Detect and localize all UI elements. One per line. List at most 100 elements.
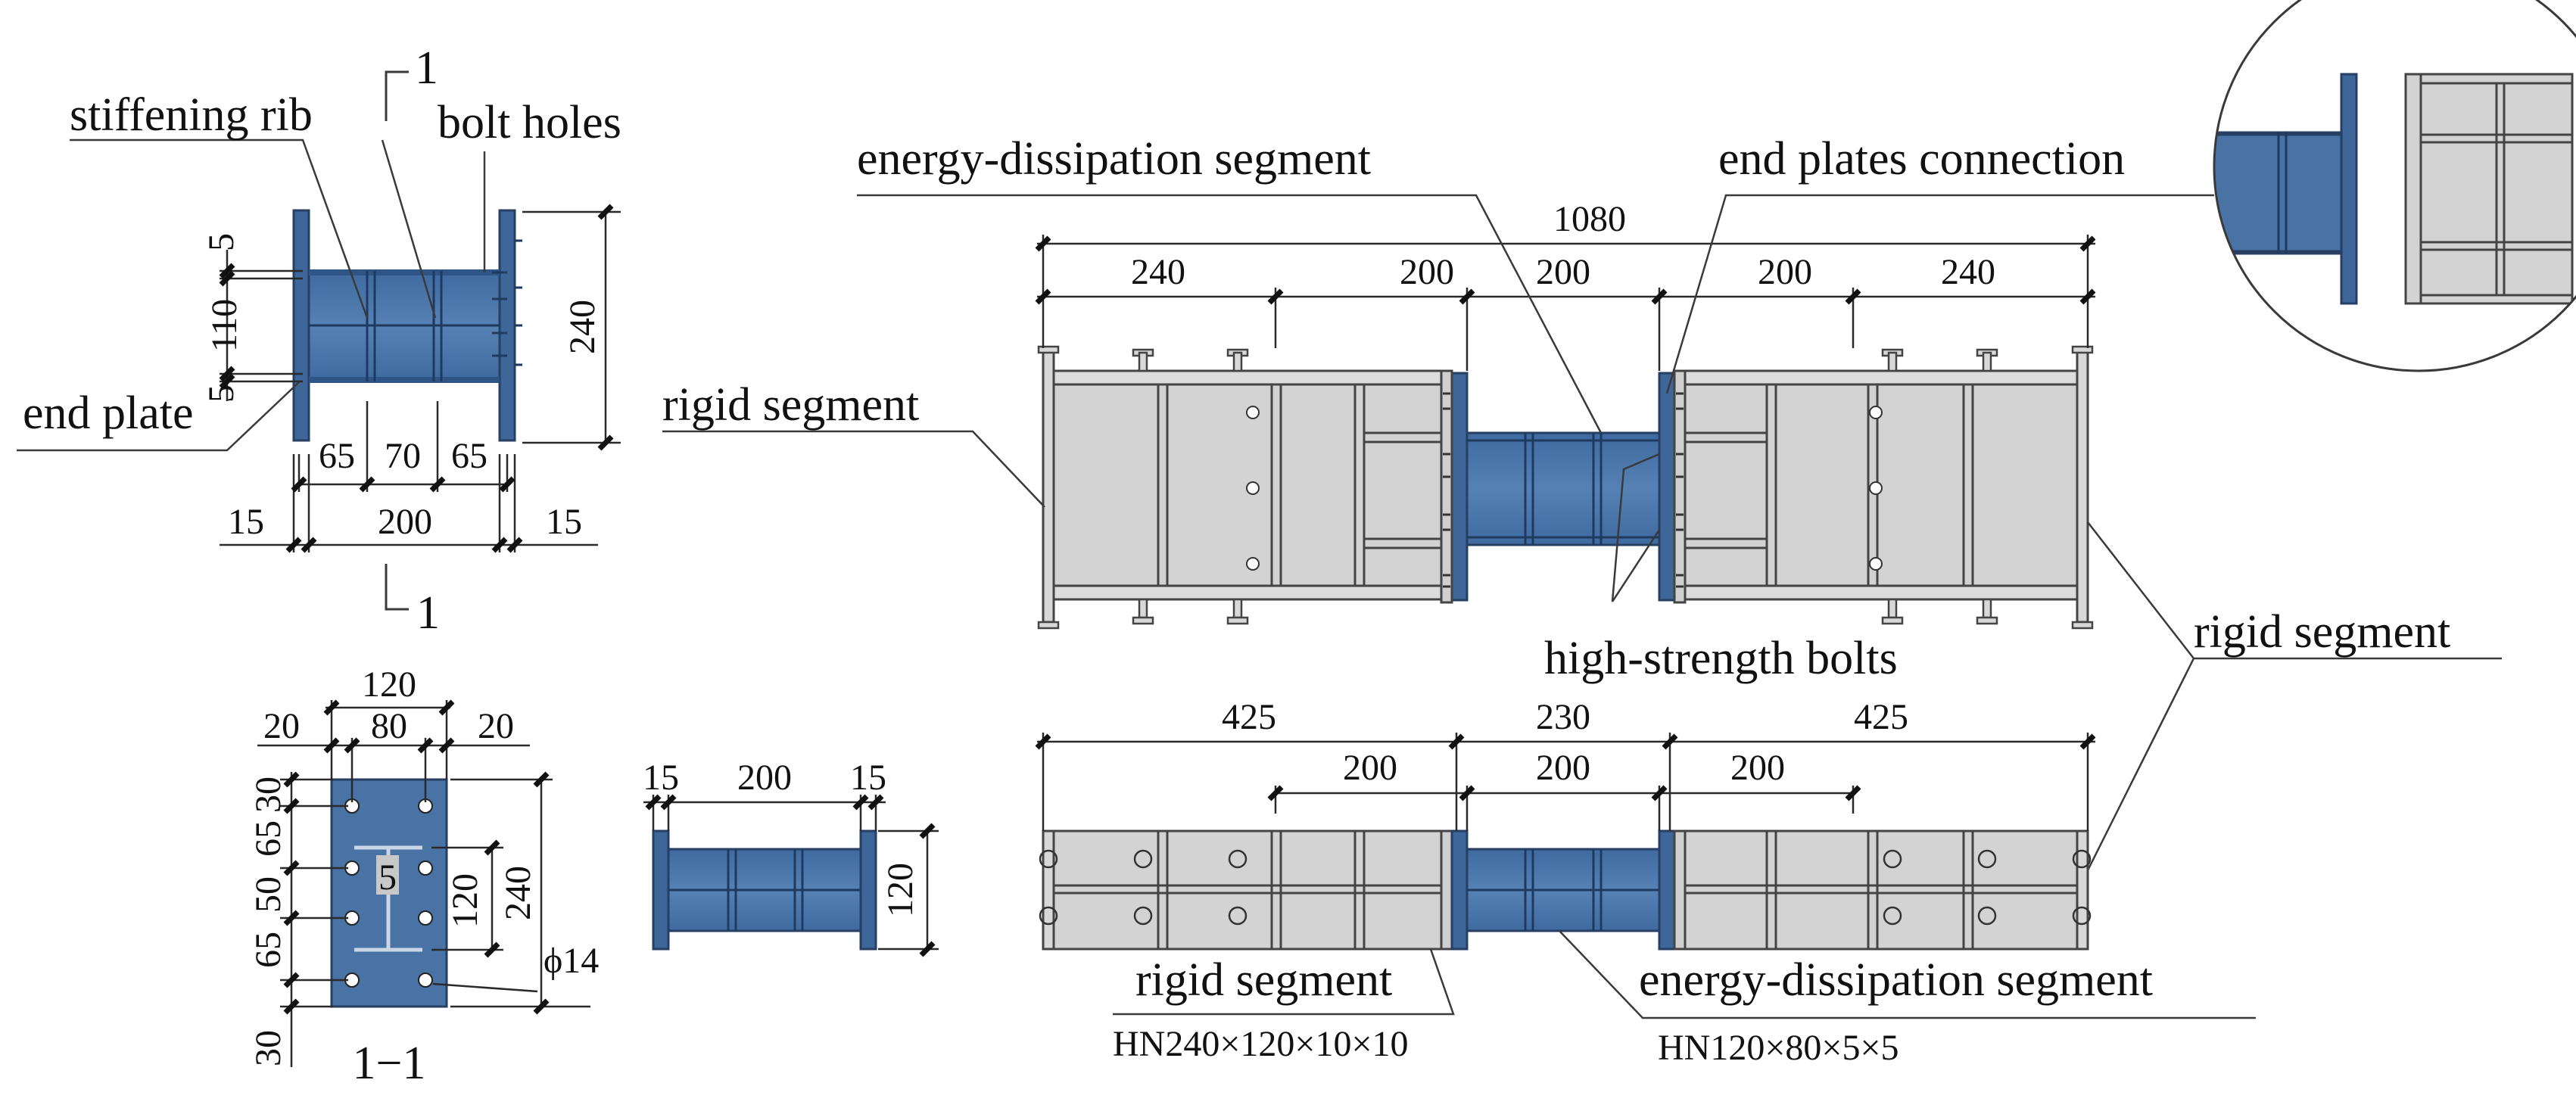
energy-segment-lines [1467,433,1659,545]
dim-elev-240-right: 240 [1941,252,1995,292]
plan-left-holes [1039,849,1248,926]
rigid-left-end-plate-outer [1042,347,1055,624]
small-plan-dim-120: 120 [880,863,920,917]
right-end-plate-gray [1673,369,1687,604]
zoom-circle [2213,0,2576,372]
plan-left-plate-blue [1450,829,1469,951]
dim-horizontal-ticks [285,476,523,553]
rigid-left-studs [1037,345,1249,630]
small-plan-dims [643,795,939,951]
dim-5-bottom: 5 [201,384,241,403]
plan-left-plate-gray [1440,829,1453,951]
plan-dim-ticks [1035,733,2096,801]
section-cut-bottom-label: 1 [416,587,440,639]
dim-200: 200 [378,502,432,542]
zoom-blue-plate [2340,73,2358,305]
end-plate-right [498,209,516,442]
dim-30-top: 30 [248,776,288,813]
dim-50: 50 [248,876,288,913]
end-plate-leader [17,381,300,452]
energy-segment-label-bottom: energy-dissipation segment [1639,954,2153,1006]
small-plan-dim-200: 200 [737,758,792,798]
plan-rigid-left-stiffeners [1157,831,1366,949]
dim-240: 240 [562,300,603,354]
energy-segment [1466,431,1661,546]
dim-plan-425-left: 425 [1222,697,1276,737]
dim-70: 70 [385,436,421,476]
phi-leader [432,982,538,993]
dim-elev-200-a: 200 [1400,252,1454,292]
web-size: 5 [378,857,397,898]
section-cut-top [385,70,409,121]
dim-1080: 1080 [1553,199,1626,239]
detail-energy-segment: stiffening rib bolt holes end plate 1 1 … [17,42,621,639]
rigid-left-holes [1246,406,1260,571]
dim-240-v: 240 [498,866,538,920]
high-strength-bolts-label: high-strength bolts [1544,633,1898,684]
energy-segment-leader [857,194,1603,434]
plan-rigid-leader [1113,948,1455,1016]
elevation-dim-ticks [1035,235,2096,305]
bolt-holes-label: bolt holes [438,97,621,148]
energy-section-spec: HN120×80×5×5 [1658,1028,1899,1068]
plan-right-plate-blue [1658,829,1676,951]
dim-30-bottom: 30 [248,1030,288,1066]
stiffening-rib-leader-2 [381,139,437,319]
rigid-segment-left [1042,369,1447,601]
high-strength-bolts-leader [1611,453,1660,602]
section-dims-h-ticks [323,699,455,754]
rigid-segment-right [1684,369,2089,601]
zoom-detail [2213,0,2576,372]
zoom-gray-plate [2404,73,2422,305]
plan-rigid-right-stiffeners [1765,831,1974,949]
stiffening-rib-label: stiffening rib [70,89,313,141]
main-elevation: 1080 240 200 200 200 240 energy-dissipat… [662,133,2502,871]
small-plan-stiffeners [727,849,804,931]
dim-plan-200-a: 200 [1343,748,1397,788]
rigid-right-bottom-flange [1684,584,2089,601]
dim-120-v: 120 [445,873,485,928]
plan-rigid-left-plate [1042,829,1055,951]
rigid-segment-label-bottom: rigid segment [1135,954,1392,1006]
rigid-left-stiffeners [1157,384,1446,586]
rigid-segment-label-right: rigid segment [2194,606,2450,658]
plan-right-holes [1883,849,2092,926]
section-dims-v-ticks [283,771,300,1015]
right-end-plate-blue [1658,372,1676,602]
dim-240-ticks [597,204,614,451]
dim-65-a: 65 [248,820,288,857]
end-plate-label: end plate [23,387,194,439]
dim-110: 110 [204,299,245,352]
dim-65-b: 65 [248,932,288,968]
dim-left-ticks [219,263,235,390]
stiffening-rib-leader [70,138,369,319]
end-plate-left [292,209,310,442]
hole-diameter: ϕ14 [544,941,599,981]
dim-15-right: 15 [546,502,582,542]
high-strength-bolts-leader-2 [1611,529,1661,602]
small-plan-dim-15-right: 15 [850,758,886,798]
elevation-dims [1037,235,2095,371]
small-plan-dim-ticks [645,794,936,957]
small-plan-dim-15-left: 15 [643,758,679,798]
plan-energy-leader [1559,930,2256,1019]
rigid-left-top-flange [1042,369,1447,386]
small-plan-plate-right [859,829,877,951]
dim-plan-200-c: 200 [1730,748,1785,788]
dim-plan-200-b: 200 [1536,748,1590,788]
rigid-section-spec: HN240×120×10×10 [1113,1024,1409,1064]
section-dims-v-right-ticks [484,771,550,1015]
plan-rigid-right [1684,829,2089,951]
section-1-1: 5 120 20 80 20 [248,664,599,1089]
rigid-segment-left-leader [662,430,1045,508]
rigid-left-bottom-flange [1042,584,1447,601]
left-end-plate-gray [1440,369,1453,604]
plan-rigid-left [1042,829,1447,951]
dim-80: 80 [371,706,407,746]
dim-20-left: 20 [263,706,300,746]
rigid-segment-right-leader-2 [2086,658,2195,871]
small-plan-energy-segment: 15 200 15 120 [643,758,939,957]
section-dims-v-right [431,778,590,1008]
energy-segment-label-top: energy-dissipation segment [857,133,1371,185]
